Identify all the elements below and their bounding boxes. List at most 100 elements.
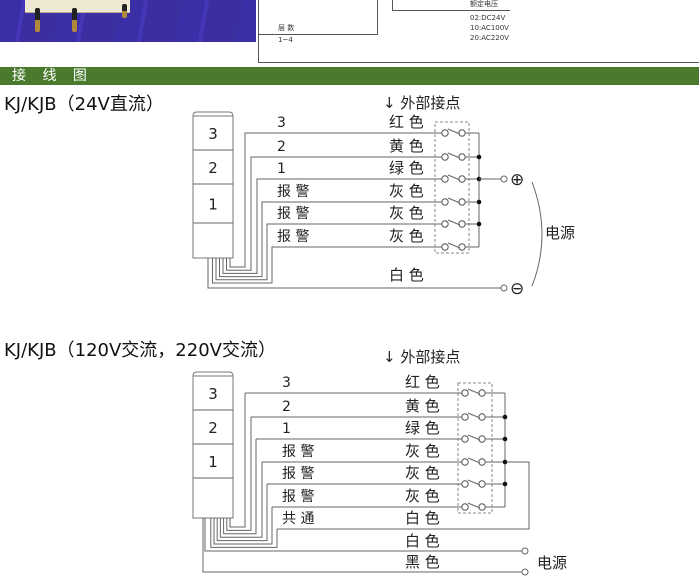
switch-blade xyxy=(447,219,461,226)
power-bracket xyxy=(531,181,543,287)
junction-dot xyxy=(502,459,508,465)
switch-contact-icon xyxy=(461,503,469,511)
wire-color-label: 灰 色 xyxy=(389,204,424,222)
diagram2-title: KJ/KJB（120V交流，220V交流） xyxy=(4,340,276,361)
return-wire xyxy=(207,258,501,289)
junction-dot xyxy=(502,414,508,420)
switch-contact-icon xyxy=(458,129,466,137)
wire-color-label: 灰 色 xyxy=(405,464,440,482)
wire-color-label: 白 色 xyxy=(389,266,424,284)
contact-box xyxy=(434,121,470,254)
wire xyxy=(222,178,442,274)
product-photo xyxy=(0,0,256,42)
switch-contact-icon xyxy=(458,243,466,251)
plus-terminal-icon: ⊕ xyxy=(510,170,524,190)
tier-number: 3 xyxy=(208,385,218,403)
contact-box xyxy=(457,382,493,514)
switch-blade xyxy=(467,412,481,419)
switch-contact-icon xyxy=(441,198,449,206)
switch-contact-icon xyxy=(478,458,486,466)
wire xyxy=(212,246,442,284)
wire-label: 报 警 xyxy=(277,229,309,245)
common-wire xyxy=(277,461,530,530)
wire xyxy=(215,223,442,281)
wire-color-label: 黄 色 xyxy=(389,137,424,155)
section-header: 接 线 图 xyxy=(0,67,699,85)
switch-blade xyxy=(467,388,481,395)
pin xyxy=(72,8,77,32)
minus-terminal-icon: ⊖ xyxy=(510,279,524,299)
switch-contact-icon xyxy=(478,480,486,488)
switch-blade xyxy=(447,174,461,181)
wire-color-label: 红 色 xyxy=(389,113,424,131)
wire-color-label: 白 色 xyxy=(405,509,440,527)
wire-label: 报 警 xyxy=(277,184,309,200)
switch-contact-icon xyxy=(441,243,449,251)
wire-label: 2 xyxy=(277,139,286,155)
switch-contact-icon xyxy=(441,175,449,183)
layers-label: 层 数 xyxy=(278,24,295,32)
wire xyxy=(219,462,263,538)
wire-color-label: 灰 色 xyxy=(389,227,424,245)
wire-label: 报 警 xyxy=(282,444,314,460)
switch-contact-icon xyxy=(458,220,466,228)
wire-color-label: 灰 色 xyxy=(389,182,424,200)
section-title: 接 线 图 xyxy=(12,68,93,84)
power-wire xyxy=(204,518,522,552)
switch-contact-icon xyxy=(478,413,486,421)
pin xyxy=(122,4,127,18)
wire-label: 3 xyxy=(282,375,291,391)
wire-label: 报 警 xyxy=(282,489,314,505)
switch-contact-icon xyxy=(478,389,486,397)
diagram1-title: KJ/KJB（24V直流） xyxy=(4,94,164,115)
tower-cap xyxy=(192,111,234,117)
switch-contact-icon xyxy=(441,153,449,161)
tower-light-body xyxy=(192,375,234,519)
wire xyxy=(226,417,252,531)
tier-number: 3 xyxy=(208,125,218,143)
switch-contact-icon xyxy=(441,129,449,137)
switch-contact-icon xyxy=(441,220,449,228)
terminal-icon xyxy=(521,547,529,555)
wire-label: 报 警 xyxy=(277,206,309,222)
junction-dot xyxy=(476,154,482,160)
power-label: 电源 xyxy=(545,224,575,242)
voltage-option: 02:DC24V xyxy=(470,14,506,22)
wire-label: 3 xyxy=(277,115,286,131)
switch-contact-icon xyxy=(461,413,469,421)
switch-contact-icon xyxy=(458,153,466,161)
junction-dot xyxy=(476,199,482,205)
terminal-icon xyxy=(500,175,508,183)
wire-color-label: 黑 色 xyxy=(405,553,440,571)
wire xyxy=(213,507,273,545)
switch-contact-icon xyxy=(461,480,469,488)
switch-contact-icon xyxy=(461,389,469,397)
switch-blade xyxy=(467,479,481,486)
wire xyxy=(219,201,442,278)
pin xyxy=(35,8,40,32)
switch-blade xyxy=(467,434,481,441)
wire xyxy=(229,132,442,268)
switch-contact-icon xyxy=(461,435,469,443)
wire xyxy=(210,518,278,548)
switch-blade xyxy=(467,502,481,509)
wire-color-label: 白 色 xyxy=(405,532,440,550)
tier-number: 2 xyxy=(208,419,218,437)
switch-blade xyxy=(447,197,461,204)
terminal-icon xyxy=(500,284,508,292)
wire-color-label: 红 色 xyxy=(405,373,440,391)
switch-blade xyxy=(447,152,461,159)
wire-color-label: 灰 色 xyxy=(405,487,440,505)
junction-dot xyxy=(476,221,482,227)
model-spec-box: 层 数 1~4 额定电压 02:DC24V 10:AC100V 20:AC220… xyxy=(258,0,699,63)
tier-number: 2 xyxy=(208,159,218,177)
external-contacts-header: ↓ 外部接点 xyxy=(383,94,460,112)
terminal-icon xyxy=(521,568,529,576)
switch-blade xyxy=(447,242,461,249)
external-contacts-header: ↓ 外部接点 xyxy=(383,348,460,366)
switch-contact-icon xyxy=(478,435,486,443)
tower-cap xyxy=(192,371,234,377)
tower-light-base xyxy=(25,0,130,13)
wire-color-label: 绿 色 xyxy=(405,419,440,437)
tower-light-body xyxy=(192,115,234,259)
